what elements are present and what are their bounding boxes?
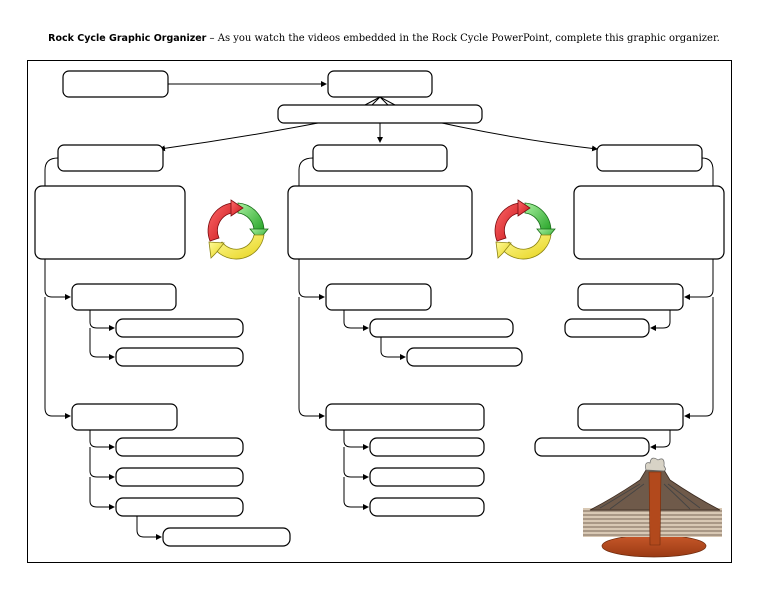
connector-arrow (89, 430, 115, 450)
connector-arrow (684, 259, 714, 300)
connector-arrow (343, 430, 369, 450)
connector-arrow (44, 297, 71, 419)
connector-arrow (684, 297, 714, 419)
connector-arrow (89, 477, 115, 510)
connector-arrow (89, 328, 115, 360)
connector-arrow (89, 310, 115, 331)
left-example-3-box[interactable] (115, 437, 244, 457)
start-box[interactable] (62, 70, 169, 98)
center-subtype-1-box[interactable] (325, 283, 432, 311)
top-center-box[interactable] (327, 70, 433, 98)
connector-line (298, 157, 314, 186)
left-example-6-box[interactable] (162, 527, 291, 547)
connector-arrow (298, 297, 325, 419)
connector-arrow (343, 310, 369, 331)
left-subtype-1-box[interactable] (71, 283, 177, 311)
right-subtype-2-box[interactable] (577, 403, 684, 431)
left-example-4-box[interactable] (115, 467, 244, 487)
left-subtype-2-box[interactable] (71, 403, 178, 431)
center-type-box[interactable] (312, 144, 448, 172)
left-example-1-box[interactable] (115, 318, 244, 338)
connector-line (44, 157, 59, 186)
title-separator: – (209, 33, 215, 44)
connector-arrow (343, 477, 369, 510)
center-example-3-box[interactable] (369, 437, 485, 457)
connector-arrow (298, 259, 325, 300)
center-description-box[interactable] (287, 185, 473, 260)
left-example-5-box[interactable] (115, 497, 244, 517)
center-example-1-box[interactable] (369, 318, 514, 338)
center-subtype-2-box[interactable] (325, 403, 485, 431)
right-description-box[interactable] (573, 185, 725, 260)
connector-arrow (136, 516, 162, 540)
volcano-illustration (583, 457, 722, 558)
connector-lines (364, 96, 396, 106)
worksheet-header: Rock Cycle Graphic Organizer – As you wa… (0, 33, 768, 44)
right-subtype-1-box[interactable] (577, 283, 684, 311)
center-example-2-box[interactable] (406, 347, 523, 367)
right-example-1-box[interactable] (564, 318, 650, 338)
left-type-box[interactable] (57, 144, 164, 172)
cycle-arrows-icon (494, 199, 556, 260)
worksheet-title: Rock Cycle Graphic Organizer (48, 33, 207, 44)
left-example-2-box[interactable] (115, 347, 244, 367)
connector-arrow (650, 430, 671, 450)
connector-arrow (44, 259, 71, 300)
connector-line (701, 157, 714, 186)
connector-arrow (380, 337, 406, 360)
center-example-4-box[interactable] (369, 467, 485, 487)
connector-arrow (89, 447, 115, 480)
right-type-box[interactable] (596, 144, 703, 172)
connector-arrow (441, 122, 598, 152)
right-example-2-box[interactable] (534, 437, 650, 457)
connector-arrow (159, 122, 319, 152)
center-example-5-box[interactable] (369, 497, 485, 517)
worksheet-instructions: As you watch the videos embedded in the … (217, 33, 720, 44)
connector-arrow (343, 447, 369, 480)
cycle-arrows-icon (207, 199, 269, 260)
connector-arrow (650, 310, 671, 331)
organizer-frame (27, 60, 732, 563)
left-description-box[interactable] (34, 185, 186, 260)
rock-types-box[interactable] (277, 104, 483, 124)
